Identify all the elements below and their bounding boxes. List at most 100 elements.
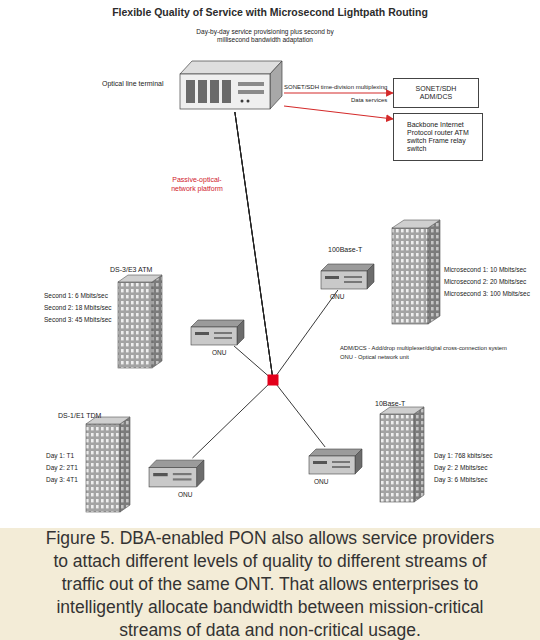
panel-line <box>344 276 362 278</box>
equipment-box: SONET/SDH ADM/DCS <box>393 78 479 108</box>
port-strip <box>325 276 339 279</box>
connector-label: Data services <box>351 97 387 104</box>
rate-entry: Day 1: 768 kbits/sec <box>434 452 493 460</box>
network-unit-device <box>148 458 206 488</box>
device-top <box>191 320 244 327</box>
panel-line <box>173 473 192 475</box>
office-building <box>86 417 130 512</box>
panel-line <box>214 337 232 339</box>
building-front <box>118 282 152 368</box>
rate-entry: Second 3: 45 Mbits/sec <box>44 316 112 324</box>
device-top <box>149 460 204 468</box>
rate-entry: Microsecond 2: 20 Mbits/sec <box>444 278 526 286</box>
connector-layer <box>192 93 393 458</box>
building-roof <box>380 407 424 414</box>
port-strip <box>313 461 327 464</box>
device-label: ONU <box>178 491 192 499</box>
network-unit-device <box>320 262 376 290</box>
panel-line <box>173 478 192 480</box>
device-label: ONU <box>314 478 328 486</box>
interface-heading: DS-1/E1 TDM <box>58 412 101 420</box>
device-label: Optical line terminal <box>102 80 164 88</box>
network-unit: DS-1/E1 TDMONU <box>148 458 206 488</box>
rate-entry: Day 2: 2 Mbits/sec <box>434 464 487 472</box>
device-top <box>309 449 362 456</box>
port-strip <box>153 473 168 476</box>
building-front <box>392 228 428 324</box>
terminal-device <box>178 58 284 112</box>
diagram-title: Flexible Quality of Service with Microse… <box>0 6 540 18</box>
status-light <box>247 100 250 103</box>
connector-label: SONET/SDH time-division multiplexing <box>284 84 387 91</box>
network-unit: 100Base-TONU <box>320 262 376 290</box>
port-strip <box>195 332 209 335</box>
equipment-box: Backbone Internet Protocol router ATM sw… <box>393 113 483 161</box>
device-side <box>270 61 282 109</box>
panel-line <box>238 90 264 94</box>
office-building <box>392 220 440 324</box>
building-front <box>380 414 414 502</box>
fiber-link <box>235 112 338 380</box>
line-terminal: Optical line terminal <box>178 58 284 112</box>
building-side <box>120 417 130 512</box>
rate-entry: Day 3: 6 Mbits/sec <box>434 476 487 484</box>
device-side <box>237 320 244 345</box>
panel-line <box>332 466 350 468</box>
card-slot <box>222 80 231 103</box>
card-slot <box>198 80 207 103</box>
figure-caption: Figure 5. DBA-enabled PON also allows se… <box>43 527 498 640</box>
service-arrow <box>284 106 393 119</box>
office-building <box>118 275 162 368</box>
building-side <box>428 220 440 324</box>
building-front <box>86 424 120 512</box>
device-side <box>197 460 204 487</box>
status-light <box>241 100 244 103</box>
abbreviation-note: ADM/DCS - Add/drop multiplexer/digital c… <box>340 345 507 353</box>
interface-heading: DS-3/E3 ATM <box>110 266 152 274</box>
diagram-stage: Flexible Quality of Service with Microse… <box>0 0 540 528</box>
platform-note: Passive-optical-network platform <box>164 176 230 193</box>
building-roof <box>118 275 162 282</box>
rate-entry: Day 1: T1 <box>46 452 74 460</box>
device-label: ONU <box>212 349 226 357</box>
device-front <box>149 468 197 487</box>
rate-entry: Day 2: 2T1 <box>46 464 78 472</box>
network-unit-device <box>190 318 246 346</box>
panel-line <box>238 82 264 86</box>
caption-band: Figure 5. DBA-enabled PON also allows se… <box>0 528 540 640</box>
device-side <box>367 264 374 289</box>
building-roof <box>392 220 440 228</box>
network-unit: 10Base-TONU <box>308 447 364 475</box>
device-front <box>191 327 237 345</box>
network-unit: DS-3/E3 ATMONU <box>190 318 246 346</box>
provisioning-note: Day-by-day service provisioning plus sec… <box>190 28 340 43</box>
device-top <box>180 61 282 74</box>
fiber-link <box>235 112 325 447</box>
box-text: Backbone Internet Protocol router ATM sw… <box>407 121 469 153</box>
device-top <box>321 264 374 271</box>
abbreviation-note: ONU - Optical network unit <box>340 354 409 362</box>
card-slot <box>210 80 219 103</box>
building-side <box>414 407 424 502</box>
rate-entry: Microsecond 1: 10 Mbits/sec <box>444 266 526 274</box>
office-building <box>380 407 424 502</box>
device-label: ONU <box>330 293 344 301</box>
service-arrow <box>284 92 393 93</box>
device-front <box>180 74 270 109</box>
box-text: SONET/SDH ADM/DCS <box>411 85 461 101</box>
device-side <box>355 449 362 474</box>
rate-entry: Second 2: 18 Mbits/sec <box>44 304 112 312</box>
rate-entry: Microsecond 3: 100 Mbits/sec <box>444 290 530 298</box>
device-front <box>309 456 355 474</box>
interface-heading: 10Base-T <box>375 400 405 408</box>
panel-line <box>344 281 362 283</box>
panel-line <box>332 461 350 463</box>
optical-splitter <box>268 375 279 386</box>
card-slot <box>186 80 195 103</box>
panel-line <box>214 332 232 334</box>
interface-heading: 100Base-T <box>328 246 362 254</box>
building-side <box>152 275 162 368</box>
device-front <box>321 271 367 289</box>
rate-entry: Day 3: 4T1 <box>46 476 78 484</box>
rate-entry: Second 1: 6 Mbits/sec <box>44 292 108 300</box>
